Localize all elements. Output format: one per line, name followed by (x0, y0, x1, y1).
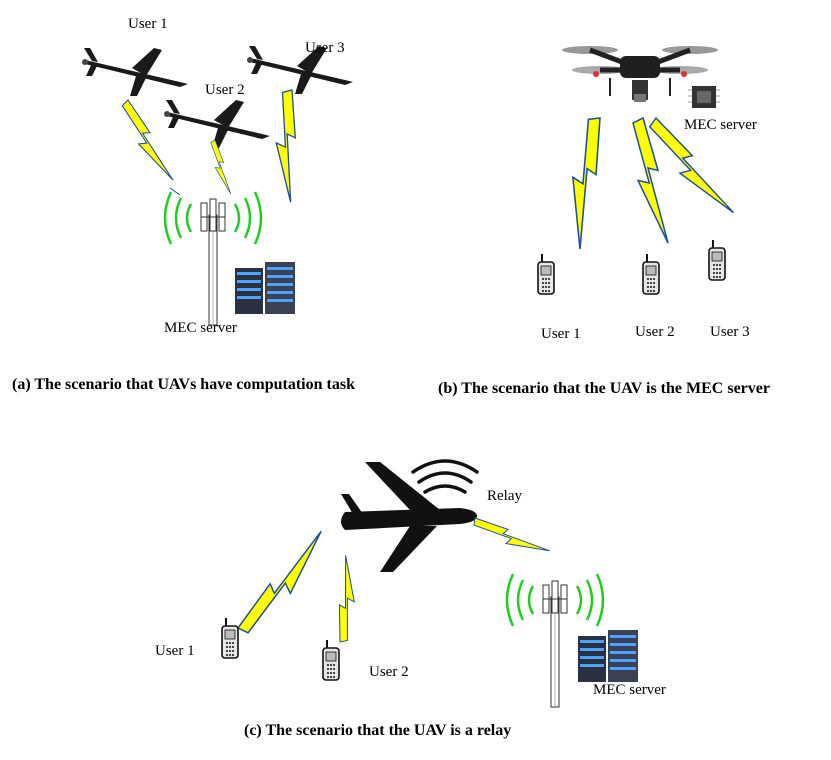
label-b-user3: User 3 (710, 324, 750, 340)
cell-tower-c-icon (542, 580, 568, 708)
phone-user2-c-icon (322, 639, 340, 681)
label-a-mec-server: MEC server (164, 320, 237, 336)
link-bolt-user1 (544, 113, 626, 250)
phone-user1-c-icon (221, 617, 239, 659)
link-line-1 (169, 187, 181, 196)
link-bolt-uav1 (120, 93, 174, 189)
caption-a: (a) The scenario that UAVs have computat… (12, 376, 355, 393)
caption-c: (c) The scenario that the UAV is a relay (244, 722, 512, 739)
link-bolt-relay-server (470, 504, 551, 570)
mec-chip-icon (688, 86, 720, 108)
link-bolt-relay-user2 (323, 554, 370, 645)
server-rack-c-icon (578, 630, 638, 682)
uav-1-icon (82, 48, 188, 96)
label-a-user2: User 2 (205, 82, 245, 98)
link-bolt-uav2 (210, 138, 232, 196)
label-c-mec-server: MEC server (593, 682, 666, 698)
label-b-mec-server: MEC server (684, 117, 757, 133)
panel-b-diagram (537, 46, 735, 295)
phone-user1-icon (537, 253, 555, 295)
panel-c-diagram (221, 459, 638, 708)
label-c-user2: User 2 (369, 664, 409, 680)
label-c-relay: Relay (487, 488, 522, 504)
label-a-user3: User 3 (305, 40, 345, 56)
label-b-user1: User 1 (541, 326, 581, 342)
link-bolt-relay-user1 (221, 530, 344, 637)
airplane-icon (341, 459, 479, 572)
server-rack-icon (235, 262, 295, 314)
label-b-user2: User 2 (635, 324, 675, 340)
link-bolt-uav3 (259, 87, 315, 203)
label-c-user1: User 1 (155, 643, 195, 659)
phone-user2-icon (642, 253, 660, 295)
phone-user3-icon (708, 239, 726, 281)
cell-tower-icon (200, 198, 226, 326)
quadcopter-icon (562, 46, 718, 102)
label-a-user1: User 1 (128, 16, 168, 32)
uav-2-icon (164, 100, 270, 148)
panel-a-diagram (82, 46, 353, 326)
caption-b: (b) The scenario that the UAV is the MEC… (438, 380, 770, 397)
